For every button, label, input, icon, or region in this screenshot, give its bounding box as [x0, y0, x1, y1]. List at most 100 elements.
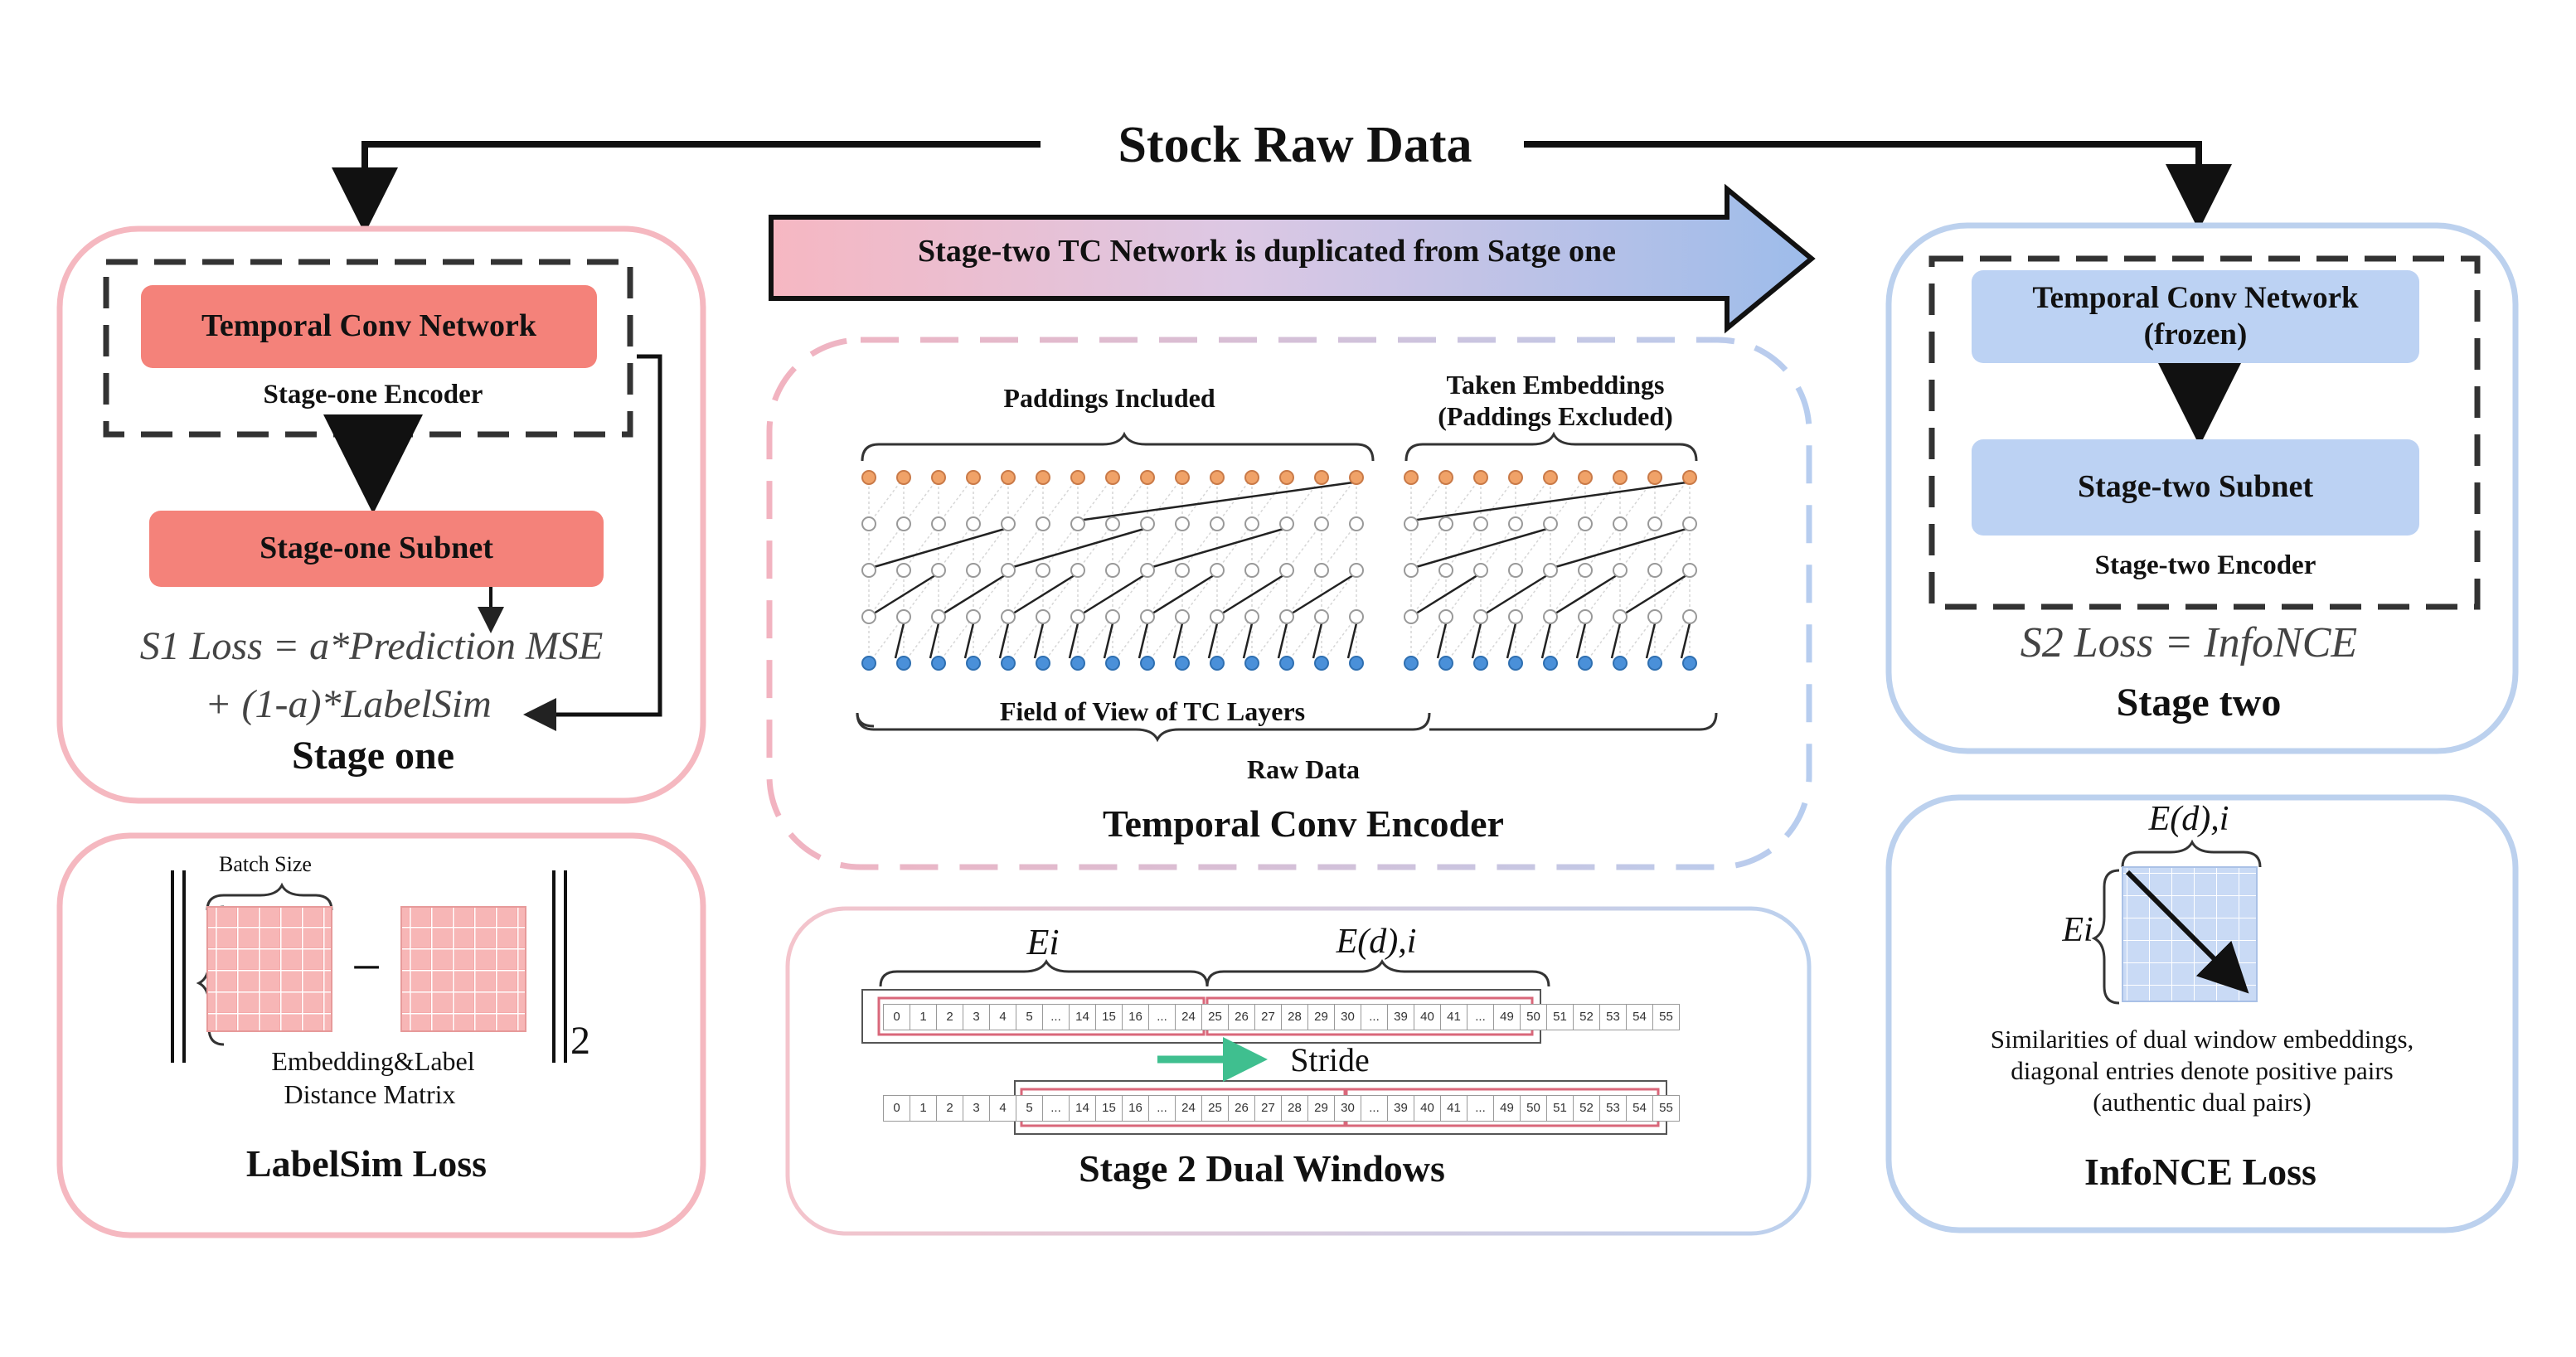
- tcn-link: [868, 569, 905, 618]
- infonce-desc-line2: diagonal entries denote positive pairs: [2011, 1056, 2394, 1085]
- output-node: [1404, 470, 1419, 485]
- tcn-link: [1181, 477, 1218, 525]
- stage-one-subnet-box: Stage-one Subnet: [149, 511, 604, 587]
- stage-two-caption: Stage two: [2116, 681, 2282, 725]
- tcn-link: [1480, 569, 1516, 618]
- tcn-edge: [1575, 623, 1587, 659]
- temporal-conv-encoder-caption: Temporal Conv Encoder: [1103, 802, 1504, 845]
- tcn-link: [1007, 477, 1044, 525]
- stage-two-loss: S2 Loss = InfoNCE: [2020, 619, 2358, 666]
- tcn-edge: [1555, 574, 1618, 615]
- tcn-link: [973, 523, 1009, 571]
- hidden-node: [1140, 563, 1155, 578]
- stage-two-tcn-box: Temporal Conv Network (frozen): [1972, 270, 2419, 363]
- hidden-node: [1175, 516, 1190, 531]
- hidden-node: [1578, 563, 1593, 578]
- sequence-cell: 49: [1493, 1095, 1521, 1122]
- sequence-cell: 27: [1254, 1004, 1282, 1030]
- hidden-node: [1210, 563, 1225, 578]
- tcn-edge: [1068, 623, 1079, 659]
- stage-two-subnet-box: Stage-two Subnet: [1972, 439, 2419, 536]
- hidden-node: [1001, 609, 1016, 624]
- taken-brace: [1404, 431, 1698, 462]
- infonce-desc-line1: Similarities of dual window embeddings,: [1990, 1025, 2414, 1054]
- arrow-to-stage-one: [332, 141, 1041, 234]
- hidden-node: [1140, 516, 1155, 531]
- tcn-edge: [1436, 623, 1448, 659]
- hidden-node: [1210, 516, 1225, 531]
- sequence-cell: 53: [1599, 1004, 1627, 1030]
- stage-one-encoder-frame: [103, 259, 633, 438]
- sequence-cell: ...: [1361, 1095, 1388, 1122]
- hidden-node: [1508, 516, 1523, 531]
- tcn-edge: [1221, 574, 1284, 615]
- sequence-cell: 28: [1281, 1004, 1308, 1030]
- output-node: [1279, 470, 1294, 485]
- tcn-edge: [1207, 623, 1219, 659]
- hidden-node: [1105, 516, 1120, 531]
- stage-one-arrows: [323, 354, 662, 731]
- tcn-link: [938, 477, 974, 525]
- hidden-node: [896, 609, 911, 624]
- tcn-link: [868, 616, 905, 664]
- hidden-node: [1070, 516, 1085, 531]
- stage-two-encoder-frame: [1928, 255, 2481, 610]
- hidden-node: [1473, 609, 1488, 624]
- tcn-link: [1007, 616, 1044, 664]
- hidden-node: [1244, 609, 1259, 624]
- sequence-cell: 1: [910, 1095, 937, 1122]
- input-node: [1140, 656, 1155, 671]
- infonce-side-brace: [2091, 869, 2120, 1005]
- hidden-node: [1473, 516, 1488, 531]
- sequence-cell: ...: [1361, 1004, 1388, 1030]
- infonce-desc-line3: (authentic dual pairs): [2093, 1088, 2312, 1117]
- sequence-cell: 39: [1387, 1004, 1414, 1030]
- hidden-node: [1613, 516, 1628, 531]
- input-node: [1473, 656, 1488, 671]
- hidden-node: [1314, 563, 1329, 578]
- input-node: [1543, 656, 1558, 671]
- tcn-link: [1321, 616, 1357, 664]
- input-node: [1244, 656, 1259, 671]
- tcn-edge: [1540, 623, 1552, 659]
- tcn-link: [1147, 477, 1183, 525]
- hidden-node: [966, 516, 981, 531]
- sequence-cell: 52: [1573, 1004, 1600, 1030]
- fov-brace: [856, 712, 1431, 743]
- batch-size-label: Batch Size: [219, 852, 312, 876]
- taken-embeddings-line2: (Paddings Excluded): [1438, 401, 1673, 431]
- sequence-cell: ...: [1467, 1004, 1494, 1030]
- sequence-cell: ...: [1467, 1095, 1494, 1122]
- output-node: [1175, 470, 1190, 485]
- tcn-link: [903, 616, 939, 664]
- sequence-cell: 2: [936, 1004, 963, 1030]
- hidden-node: [1647, 609, 1662, 624]
- sequence-cell: 16: [1122, 1095, 1149, 1122]
- output-node: [1349, 470, 1364, 485]
- tcn-link: [1515, 477, 1551, 525]
- output-node: [931, 470, 946, 485]
- tcn-link: [1181, 523, 1218, 571]
- sequence-cell: 26: [1228, 1004, 1255, 1030]
- tcn-link: [1619, 569, 1656, 618]
- sequence-cell: 55: [1652, 1004, 1680, 1030]
- sequence-cell: 54: [1626, 1004, 1653, 1030]
- hidden-node: [1036, 609, 1050, 624]
- tcn-link: [1619, 477, 1656, 525]
- hidden-node: [1404, 516, 1419, 531]
- hidden-node: [1682, 563, 1697, 578]
- tcn-edge: [1312, 623, 1323, 659]
- matrix-label-line2: Distance Matrix: [284, 1079, 456, 1109]
- tcn-edge: [1415, 574, 1478, 615]
- sequence-cell: 5: [1016, 1095, 1043, 1122]
- hidden-node: [1105, 609, 1120, 624]
- minus-sign: −: [351, 938, 382, 996]
- tcn-edge: [1012, 574, 1075, 615]
- hidden-node: [1314, 516, 1329, 531]
- hidden-node: [1682, 516, 1697, 531]
- output-node: [1543, 470, 1558, 485]
- duplication-banner-arrow: [769, 183, 1816, 334]
- hidden-node: [1543, 609, 1558, 624]
- output-node: [1070, 470, 1085, 485]
- hidden-node: [931, 516, 946, 531]
